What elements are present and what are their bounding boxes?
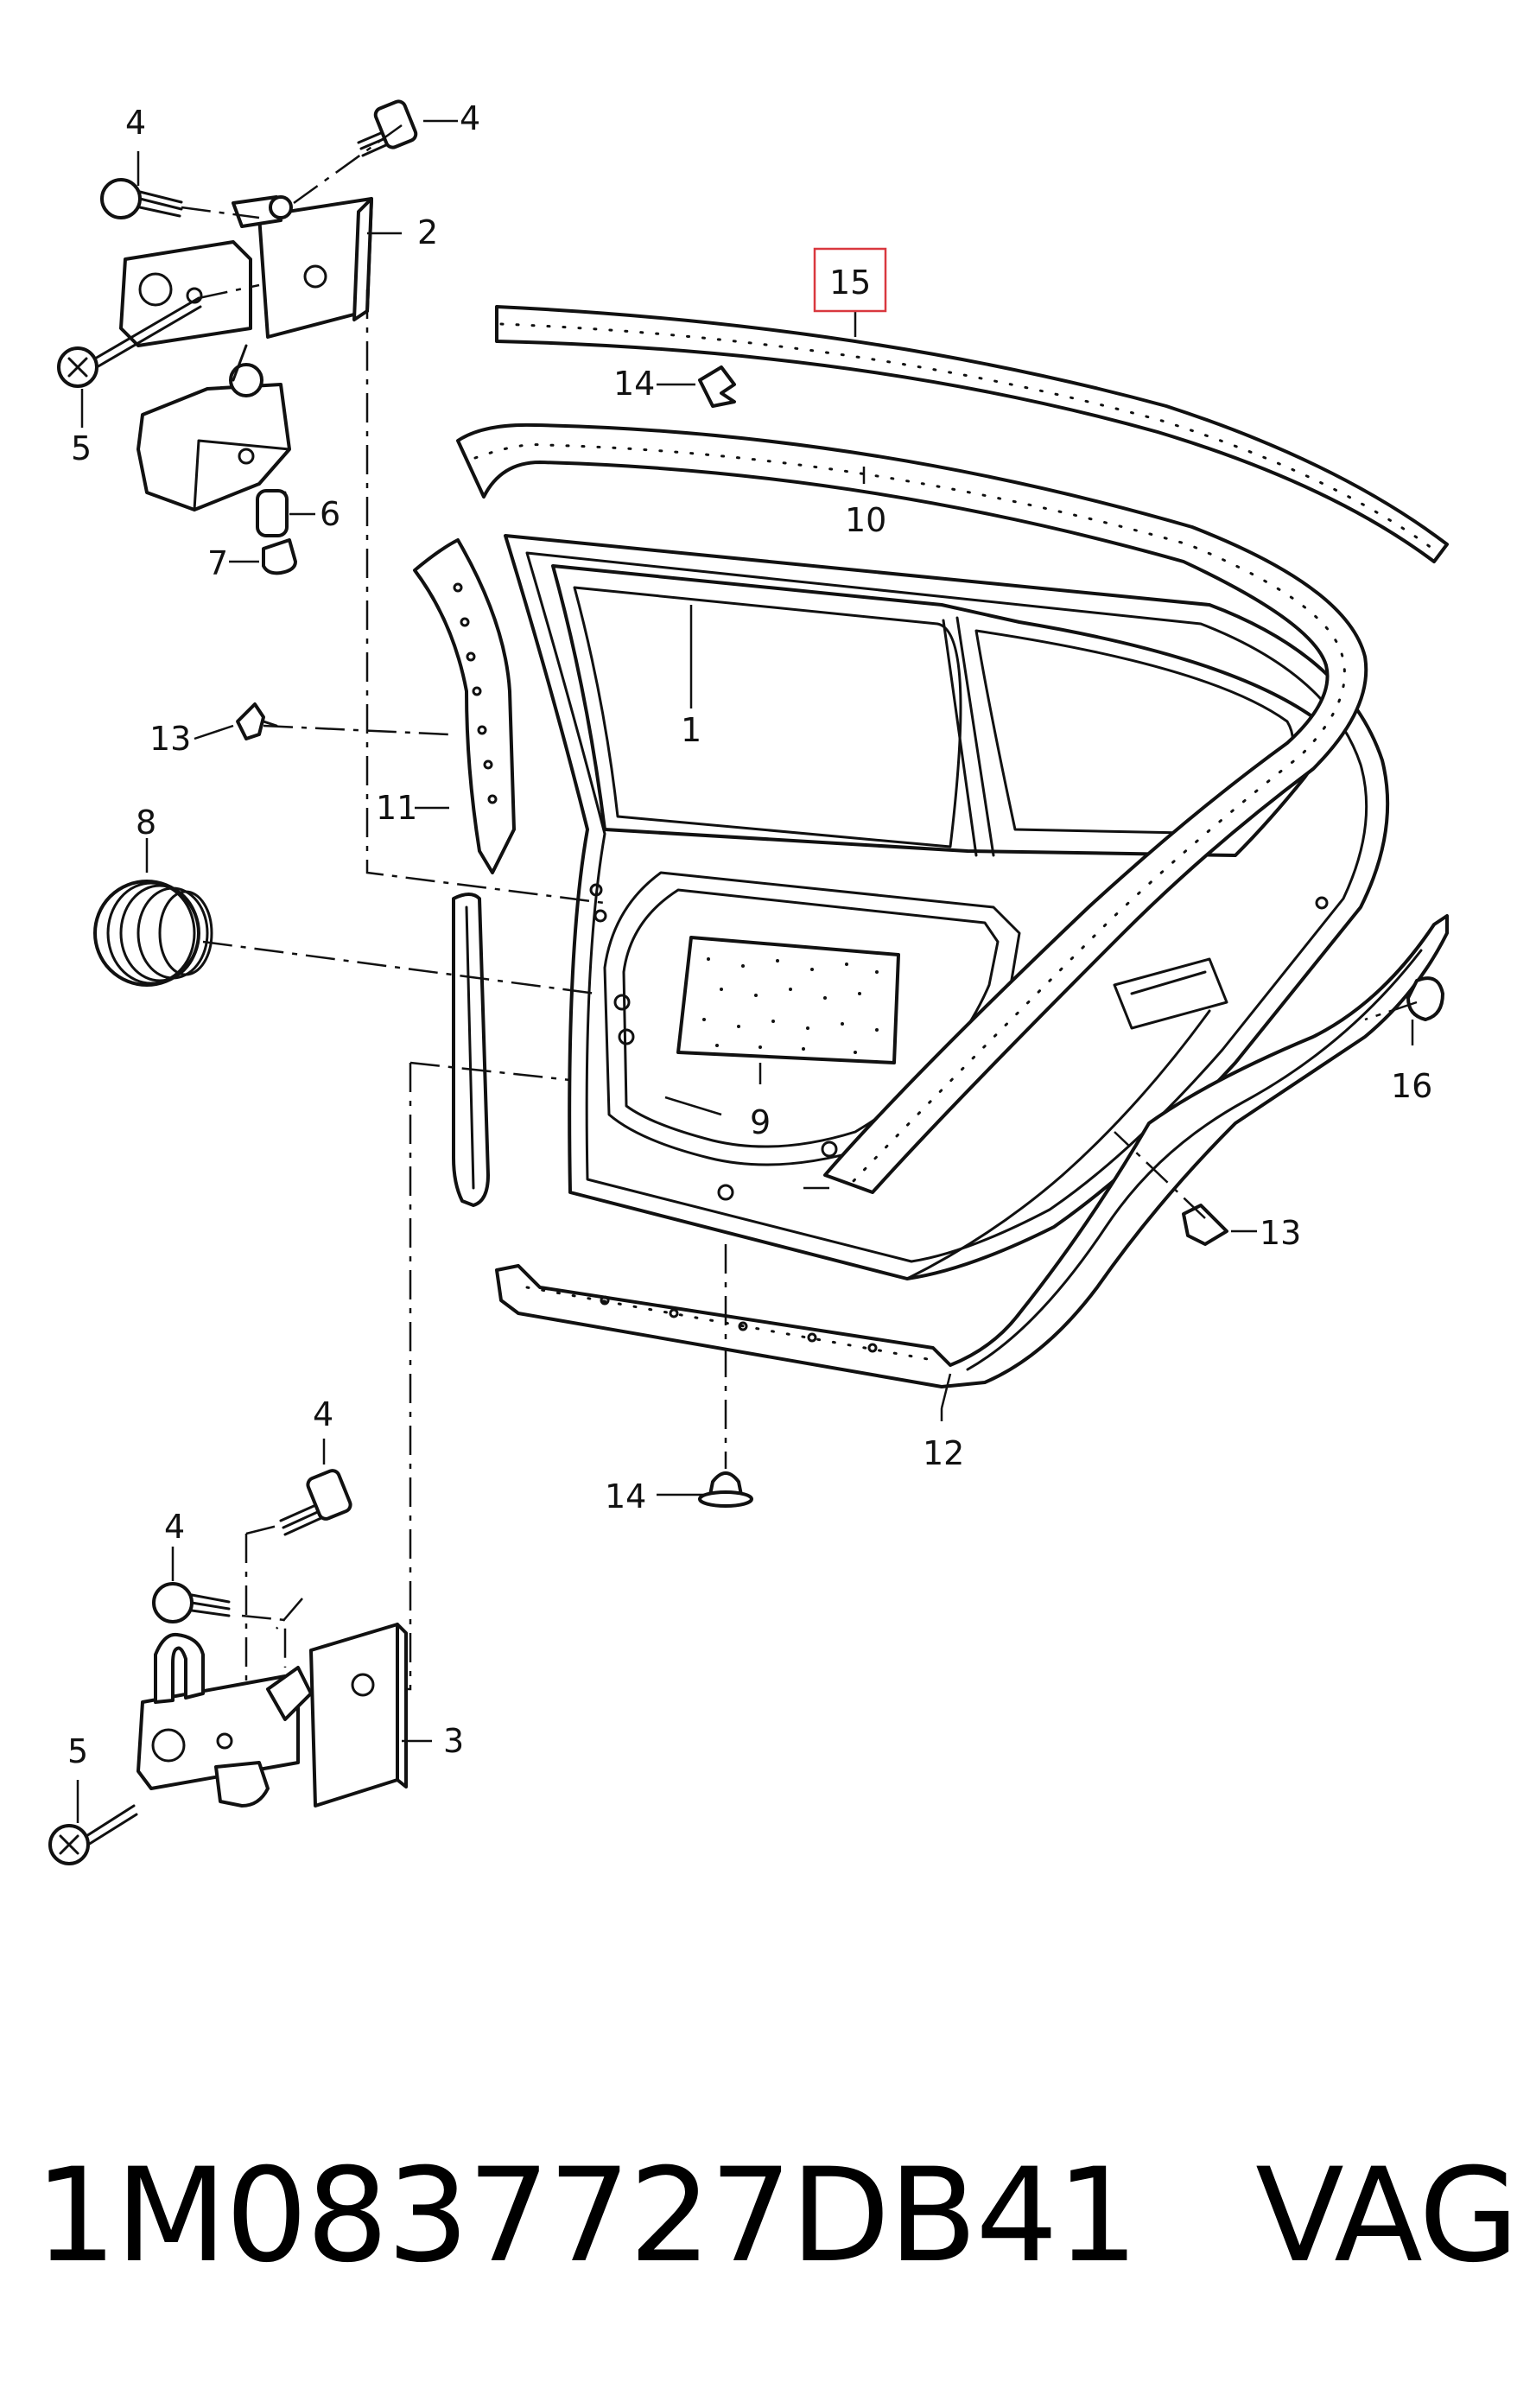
- part-3-lower-hinge: [136, 1623, 408, 1808]
- callout-7: 7: [207, 544, 228, 582]
- assembly-lines: [181, 124, 1418, 1691]
- screw-5-top: [57, 296, 202, 388]
- part-number-label: 1M0837727DB41 VAG: [35, 2141, 1517, 2291]
- panel-texture: [702, 957, 879, 1054]
- part-6-spring: [256, 489, 289, 537]
- callout-9: 9: [750, 1103, 771, 1141]
- callout-4-top-left: 4: [125, 104, 146, 142]
- exploded-parts-diagram: 4 4 2 5 6 7 13 11 8 1 14 10 15 9 16 13 1…: [48, 99, 1449, 1865]
- callout-8: 8: [136, 804, 156, 842]
- bolt-4-top-left: [100, 178, 183, 219]
- callout-4-top-right: 4: [460, 99, 480, 137]
- callout-13-left: 13: [149, 720, 191, 758]
- callout-14-top: 14: [613, 365, 655, 403]
- callout-3: 3: [443, 1722, 464, 1760]
- clip-13-left: [236, 702, 278, 740]
- bolt-4-top-right: [357, 99, 418, 157]
- callout-4-bottom-right: 4: [313, 1395, 333, 1433]
- callout-16: 16: [1391, 1067, 1432, 1105]
- callout-5-bottom: 5: [67, 1732, 88, 1770]
- callout-10: 10: [845, 501, 886, 539]
- callout-12: 12: [923, 1434, 964, 1472]
- callout-1: 1: [681, 711, 701, 749]
- callout-labels: 4 4 2 5 6 7 13 11 8 1 14 10 15 9 16 13 1…: [67, 99, 1432, 1770]
- part-12-sill-seal: [495, 914, 1449, 1388]
- screw-5-bottom: [48, 1804, 138, 1865]
- part-11-pillar-seal: [413, 538, 516, 1207]
- leader-lines: [76, 119, 1414, 1823]
- part-10-door-seal: [456, 423, 1368, 1194]
- part-7-pin: [262, 538, 297, 575]
- part-8-grommet: [93, 880, 213, 987]
- callout-15: 15: [829, 264, 871, 302]
- door-shell: [504, 534, 1390, 1280]
- highlight-box-15: [813, 247, 887, 313]
- callout-14-bottom: 14: [605, 1477, 646, 1515]
- callout-6: 6: [320, 495, 340, 533]
- clip-13-right: [1182, 1204, 1228, 1246]
- clip-14-bottom: [698, 1471, 753, 1508]
- callout-4-bottom-left: 4: [164, 1508, 185, 1546]
- clip-14-top: [698, 365, 736, 408]
- bolt-4-bottom-right: [279, 1469, 352, 1536]
- callout-13-right: 13: [1260, 1214, 1301, 1252]
- part-15-roof-seal: [495, 305, 1449, 563]
- callout-2: 2: [417, 213, 438, 251]
- clip-16: [1406, 976, 1444, 1021]
- bolt-4-bottom-left: [152, 1582, 231, 1623]
- callout-11: 11: [376, 789, 417, 827]
- callout-5-top: 5: [71, 429, 92, 467]
- part-2-upper-hinge: [119, 195, 373, 511]
